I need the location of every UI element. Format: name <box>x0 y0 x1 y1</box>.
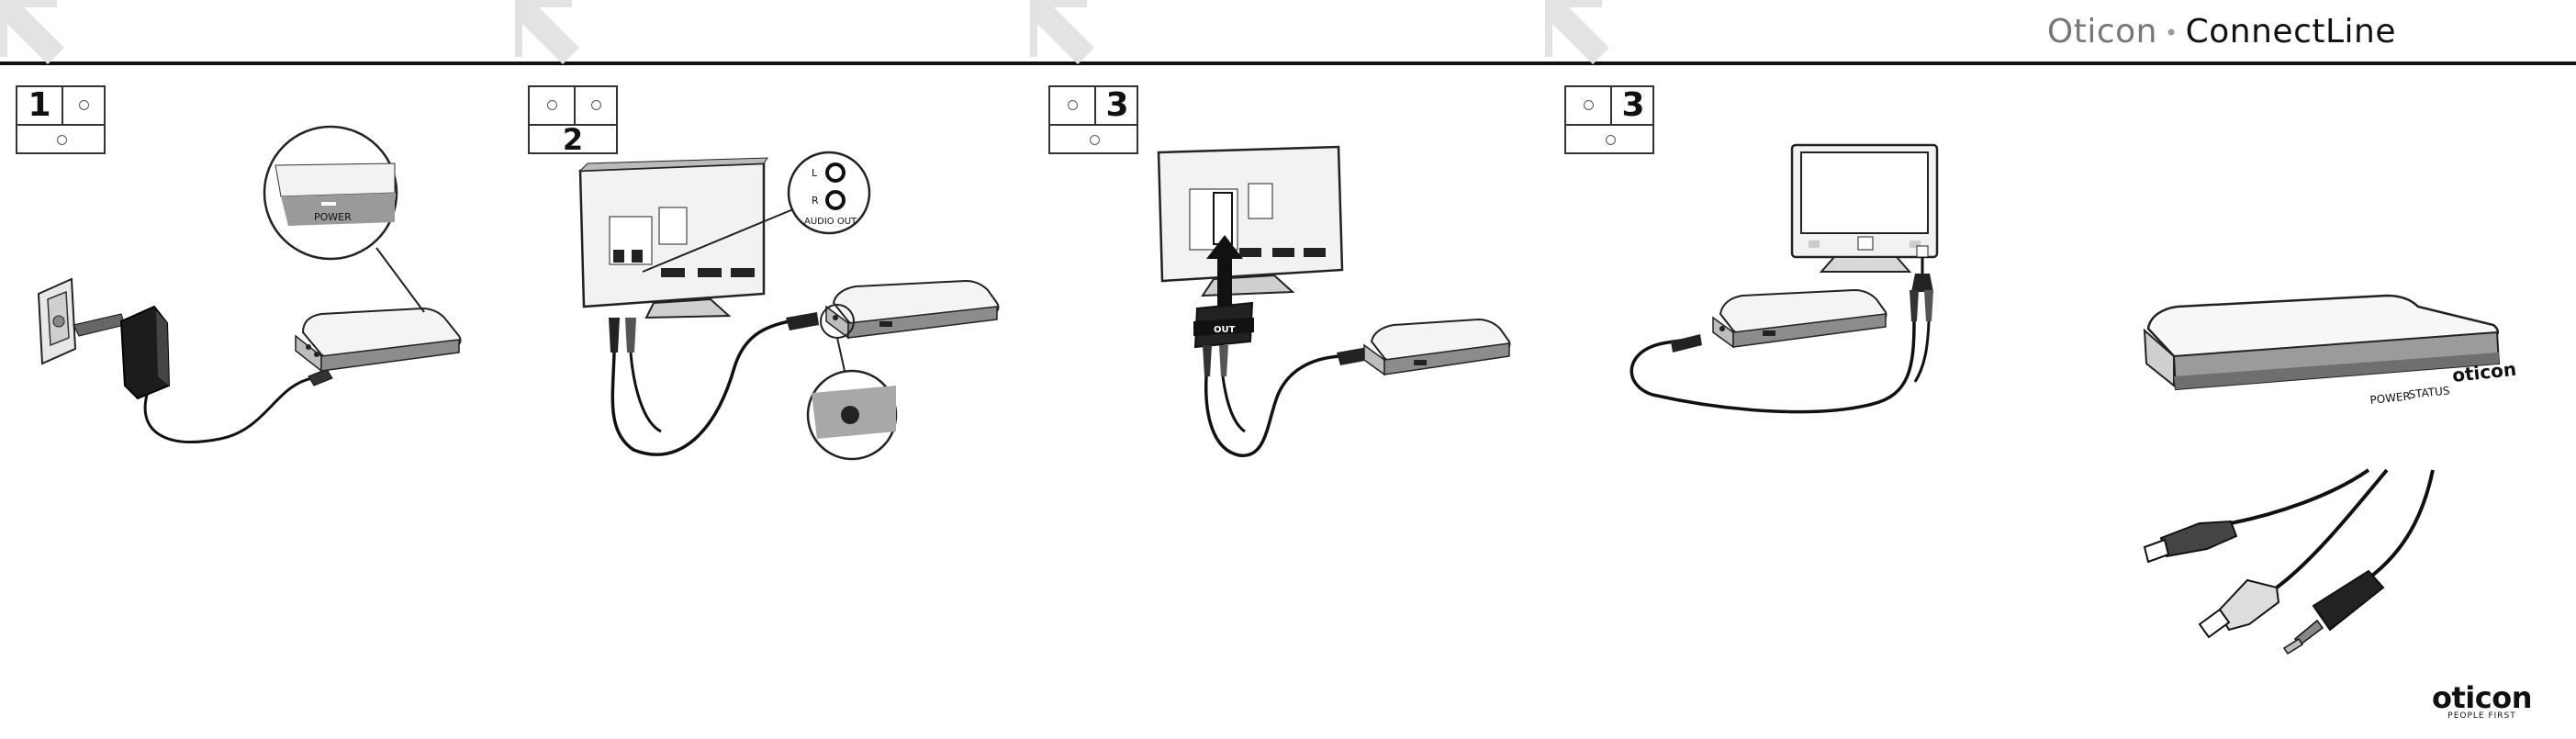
brand-oticon: Oticon <box>2047 13 2157 50</box>
oticon-logo: oticon PEOPLE FIRST <box>2432 684 2532 721</box>
corner-arrow-icon <box>515 0 579 64</box>
wall-socket-icon <box>39 279 75 364</box>
tv-adapter-box-icon: POWER STATUS oticon <box>2145 296 2515 407</box>
tv-icon <box>580 158 767 318</box>
scart-adapter-icon: OUT <box>1193 303 1254 347</box>
device-status-label: STATUS <box>2408 384 2450 401</box>
device-power-label: POWER <box>2369 389 2412 407</box>
left-channel-label: L <box>812 167 818 179</box>
power-label: POWER <box>314 211 352 223</box>
tv-icon <box>1159 147 1342 296</box>
tv-icon <box>1792 145 1937 272</box>
corner-arrow-icon <box>0 0 64 64</box>
brand-connectline: ConnectLine <box>2186 13 2396 50</box>
rca-cable-icon <box>609 312 819 454</box>
corner-arrow-icon <box>1030 0 1094 64</box>
brand-title: Oticon•ConnectLine <box>2047 13 2396 50</box>
step-indicator-3: 3 <box>1048 85 1138 154</box>
panel-3-illustration: OUT <box>1148 138 1515 477</box>
rca-cable-icon <box>1203 345 1370 455</box>
tv-adapter-box-icon <box>1713 290 1887 347</box>
tv-adapter-box-icon <box>1364 319 1510 375</box>
brand-separator: • <box>2157 20 2186 46</box>
panel-1-illustration: POWER <box>28 110 468 459</box>
scart-out-label: OUT <box>1214 325 1236 335</box>
step-number: 3 <box>1612 87 1654 124</box>
power-adapter-icon <box>73 307 169 398</box>
header-rule <box>0 62 2576 65</box>
step-indicator-2: 2 <box>528 85 618 154</box>
corner-arrow-icon <box>1545 0 1609 64</box>
panel-2-illustration: L R AUDIO OUT <box>569 147 1010 487</box>
panel-4-illustration <box>1625 138 1946 459</box>
tv-adapter-box-icon <box>296 308 461 371</box>
logo-wordmark: oticon <box>2432 684 2532 711</box>
audio-out-label: AUDIO OUT <box>804 217 857 227</box>
product-illustration: POWER STATUS oticon <box>2130 285 2515 670</box>
step-number: 3 <box>1096 87 1138 124</box>
right-channel-label: R <box>812 195 819 207</box>
